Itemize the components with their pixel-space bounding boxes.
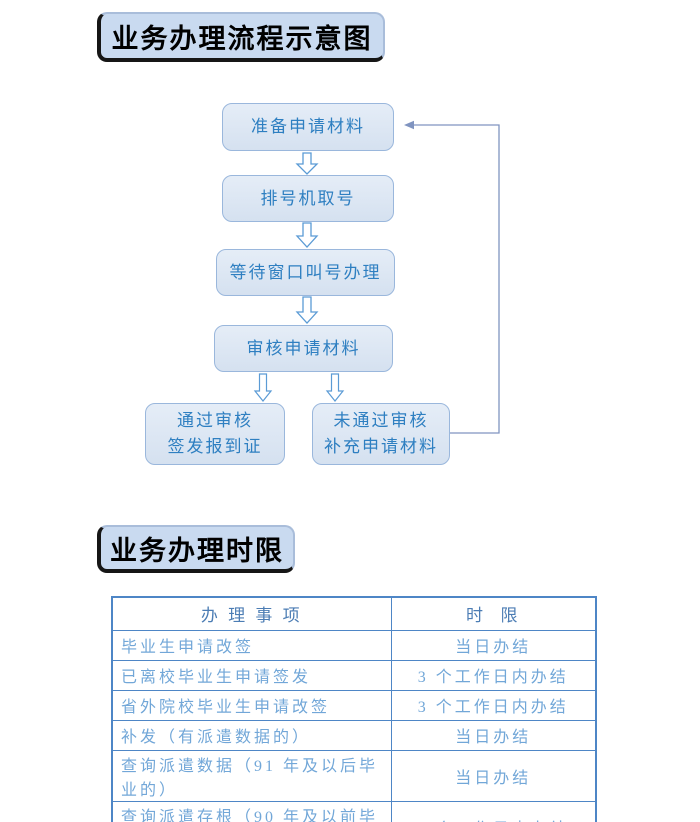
item-cell: 毕业生申请改签 <box>111 629 392 661</box>
limit-cell: 当日办结 <box>390 629 597 661</box>
limit-cell: 3 个工作日内办结 <box>390 800 597 822</box>
time-limits-table: 办 理 事 项 时 限 毕业生申请改签 当日办结 已离校毕业生申请签发 3 个工… <box>111 596 597 822</box>
table-header-row: 办 理 事 项 时 限 <box>111 596 597 631</box>
limit-cell: 3 个工作日内办结 <box>390 689 597 721</box>
flow-node-label: 补充申请材料 <box>324 437 438 456</box>
flow-node-label: 排号机取号 <box>260 188 356 208</box>
item-cell: 查询派遣数据（91 年及以后毕业的） <box>111 749 392 802</box>
limit-cell: 3 个工作日内办结 <box>390 659 597 691</box>
flow-arrow-down-icon <box>253 373 273 402</box>
limit-cell: 当日办结 <box>390 719 597 751</box>
flow-node-take-number: 排号机取号 <box>222 175 394 222</box>
loopback-arrowhead-icon <box>404 120 414 130</box>
flow-arrow-down-icon <box>295 152 319 175</box>
flow-arrow-down-icon <box>295 296 319 324</box>
flow-node-label: 准备申请材料 <box>251 117 365 136</box>
flow-node-label: 通过审核 <box>177 411 253 430</box>
loopback-connector <box>404 120 500 434</box>
flow-node-review-passed: 通过审核 签发报到证 <box>145 403 285 465</box>
table-row: 查询派遣数据（91 年及以后毕业的） 当日办结 <box>111 749 597 802</box>
flow-node-label: 审核申请材料 <box>246 338 361 358</box>
table-row: 毕业生申请改签 当日办结 <box>111 629 597 661</box>
flow-node-label: 未通过审核 <box>333 411 429 430</box>
flow-node-prepare-materials: 准备申请材料 <box>222 103 394 151</box>
flow-node-review-materials: 审核申请材料 <box>214 325 393 372</box>
table-row: 省外院校毕业生申请改签 3 个工作日内办结 <box>111 689 597 721</box>
column-header-item: 办 理 事 项 <box>111 596 392 631</box>
flowchart-title-text: 业务办理流程示意图 <box>111 23 373 54</box>
flow-arrow-down-icon <box>295 222 319 248</box>
flow-node-wait-for-call: 等待窗口叫号办理 <box>216 249 395 296</box>
flow-node-label: 签发报到证 <box>167 437 263 456</box>
table-row: 查询派遣存根（90 年及以前毕业的） 3 个工作日内办结 <box>111 800 597 822</box>
flow-node-review-failed: 未通过审核 补充申请材料 <box>312 403 450 465</box>
table-row: 已离校毕业生申请签发 3 个工作日内办结 <box>111 659 597 691</box>
item-cell: 省外院校毕业生申请改签 <box>111 689 392 721</box>
flow-arrow-down-icon <box>325 373 345 402</box>
time-limits-title: 业务办理时限 <box>97 525 295 573</box>
time-limits-title-text: 业务办理时限 <box>110 535 284 566</box>
flowchart-title: 业务办理流程示意图 <box>97 12 385 62</box>
column-header-limit: 时 限 <box>390 596 597 631</box>
item-cell: 查询派遣存根（90 年及以前毕业的） <box>111 800 392 822</box>
item-cell: 已离校毕业生申请签发 <box>111 659 392 691</box>
flow-node-label: 等待窗口叫号办理 <box>229 262 382 282</box>
item-cell: 补发（有派遣数据的） <box>111 719 392 751</box>
table-row: 补发（有派遣数据的） 当日办结 <box>111 719 597 751</box>
limit-cell: 当日办结 <box>390 749 597 802</box>
